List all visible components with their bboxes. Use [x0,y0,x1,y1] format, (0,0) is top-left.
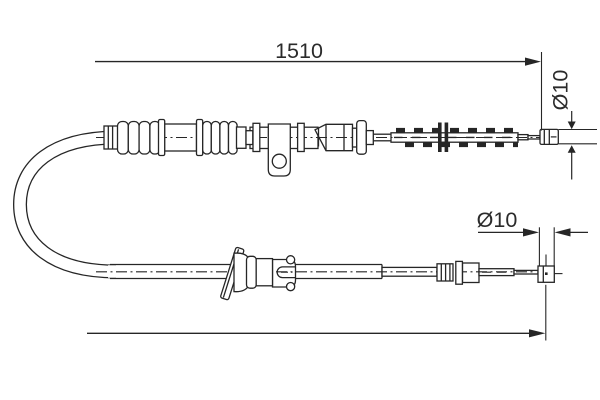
hex-fitting [103,125,119,150]
dimension-bottom-length [87,284,547,341]
dim-1510-arrowhead [525,57,541,66]
bellows-boot-2 [202,120,238,155]
flange-3-disc [356,119,367,155]
adjuster-nut [438,122,449,152]
flange-2 [195,118,204,157]
bellows-boot-1 [116,120,161,155]
dimension-lower-diameter: Ø10 [477,208,588,266]
washer-1 [252,122,261,153]
reducer-stub [245,130,254,146]
upper-dia-arrow-up [567,145,576,153]
lower-diameter-label: Ø10 [477,208,518,232]
lower-dia-arrow-left [554,228,571,237]
clevis-slot [276,266,296,279]
lower-cap-center-dot [545,272,548,275]
grommet-collar [245,255,257,289]
overall-length-label: 1510 [275,39,323,63]
upper-dia-arrow-down [567,121,576,130]
washer-2 [296,122,305,153]
cable-curve [12,130,117,279]
mounting-bracket [267,123,291,177]
clevis-neck [255,257,274,287]
cable-solid-parts [103,118,563,301]
dimension-overall-length: 1510 [95,39,543,131]
bottom-dim-arrowhead [529,329,546,338]
lower-flange [455,260,464,285]
clevis-pin-bottom [285,281,296,292]
dimension-upper-diameter: Ø10 [549,70,597,180]
lower-dia-arrow-right [523,228,539,237]
flange-1 [157,118,166,157]
reducer [235,126,247,149]
lower-inner-cable [381,266,438,277]
lower-cylinder [461,262,480,284]
bracket-hole [271,153,287,169]
clevis-pin-top [285,255,296,265]
rod-stub [365,129,374,146]
upper-diameter-label: Ø10 [549,70,573,111]
